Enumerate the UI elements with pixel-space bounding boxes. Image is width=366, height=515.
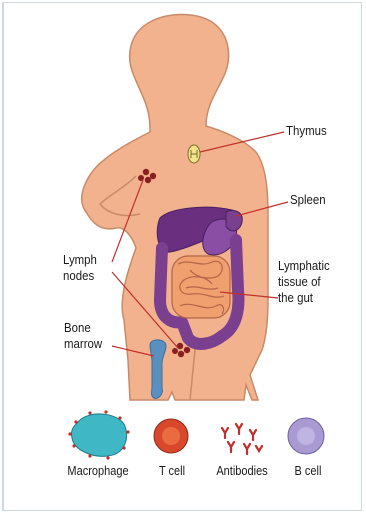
body-outline — [82, 15, 268, 401]
b-cell-label: B cell — [264, 464, 352, 478]
antibodies-icon — [222, 424, 262, 454]
macrophage-icon — [68, 410, 129, 459]
thymus-label: Thymus — [286, 123, 327, 138]
spleen — [226, 210, 242, 230]
body-silhouette — [82, 15, 268, 401]
thymus — [188, 145, 200, 163]
t-cell-icon — [154, 419, 188, 453]
b-cell-icon — [288, 418, 324, 454]
small-intestine — [172, 256, 230, 318]
spleen-label: Spleen — [290, 192, 326, 207]
